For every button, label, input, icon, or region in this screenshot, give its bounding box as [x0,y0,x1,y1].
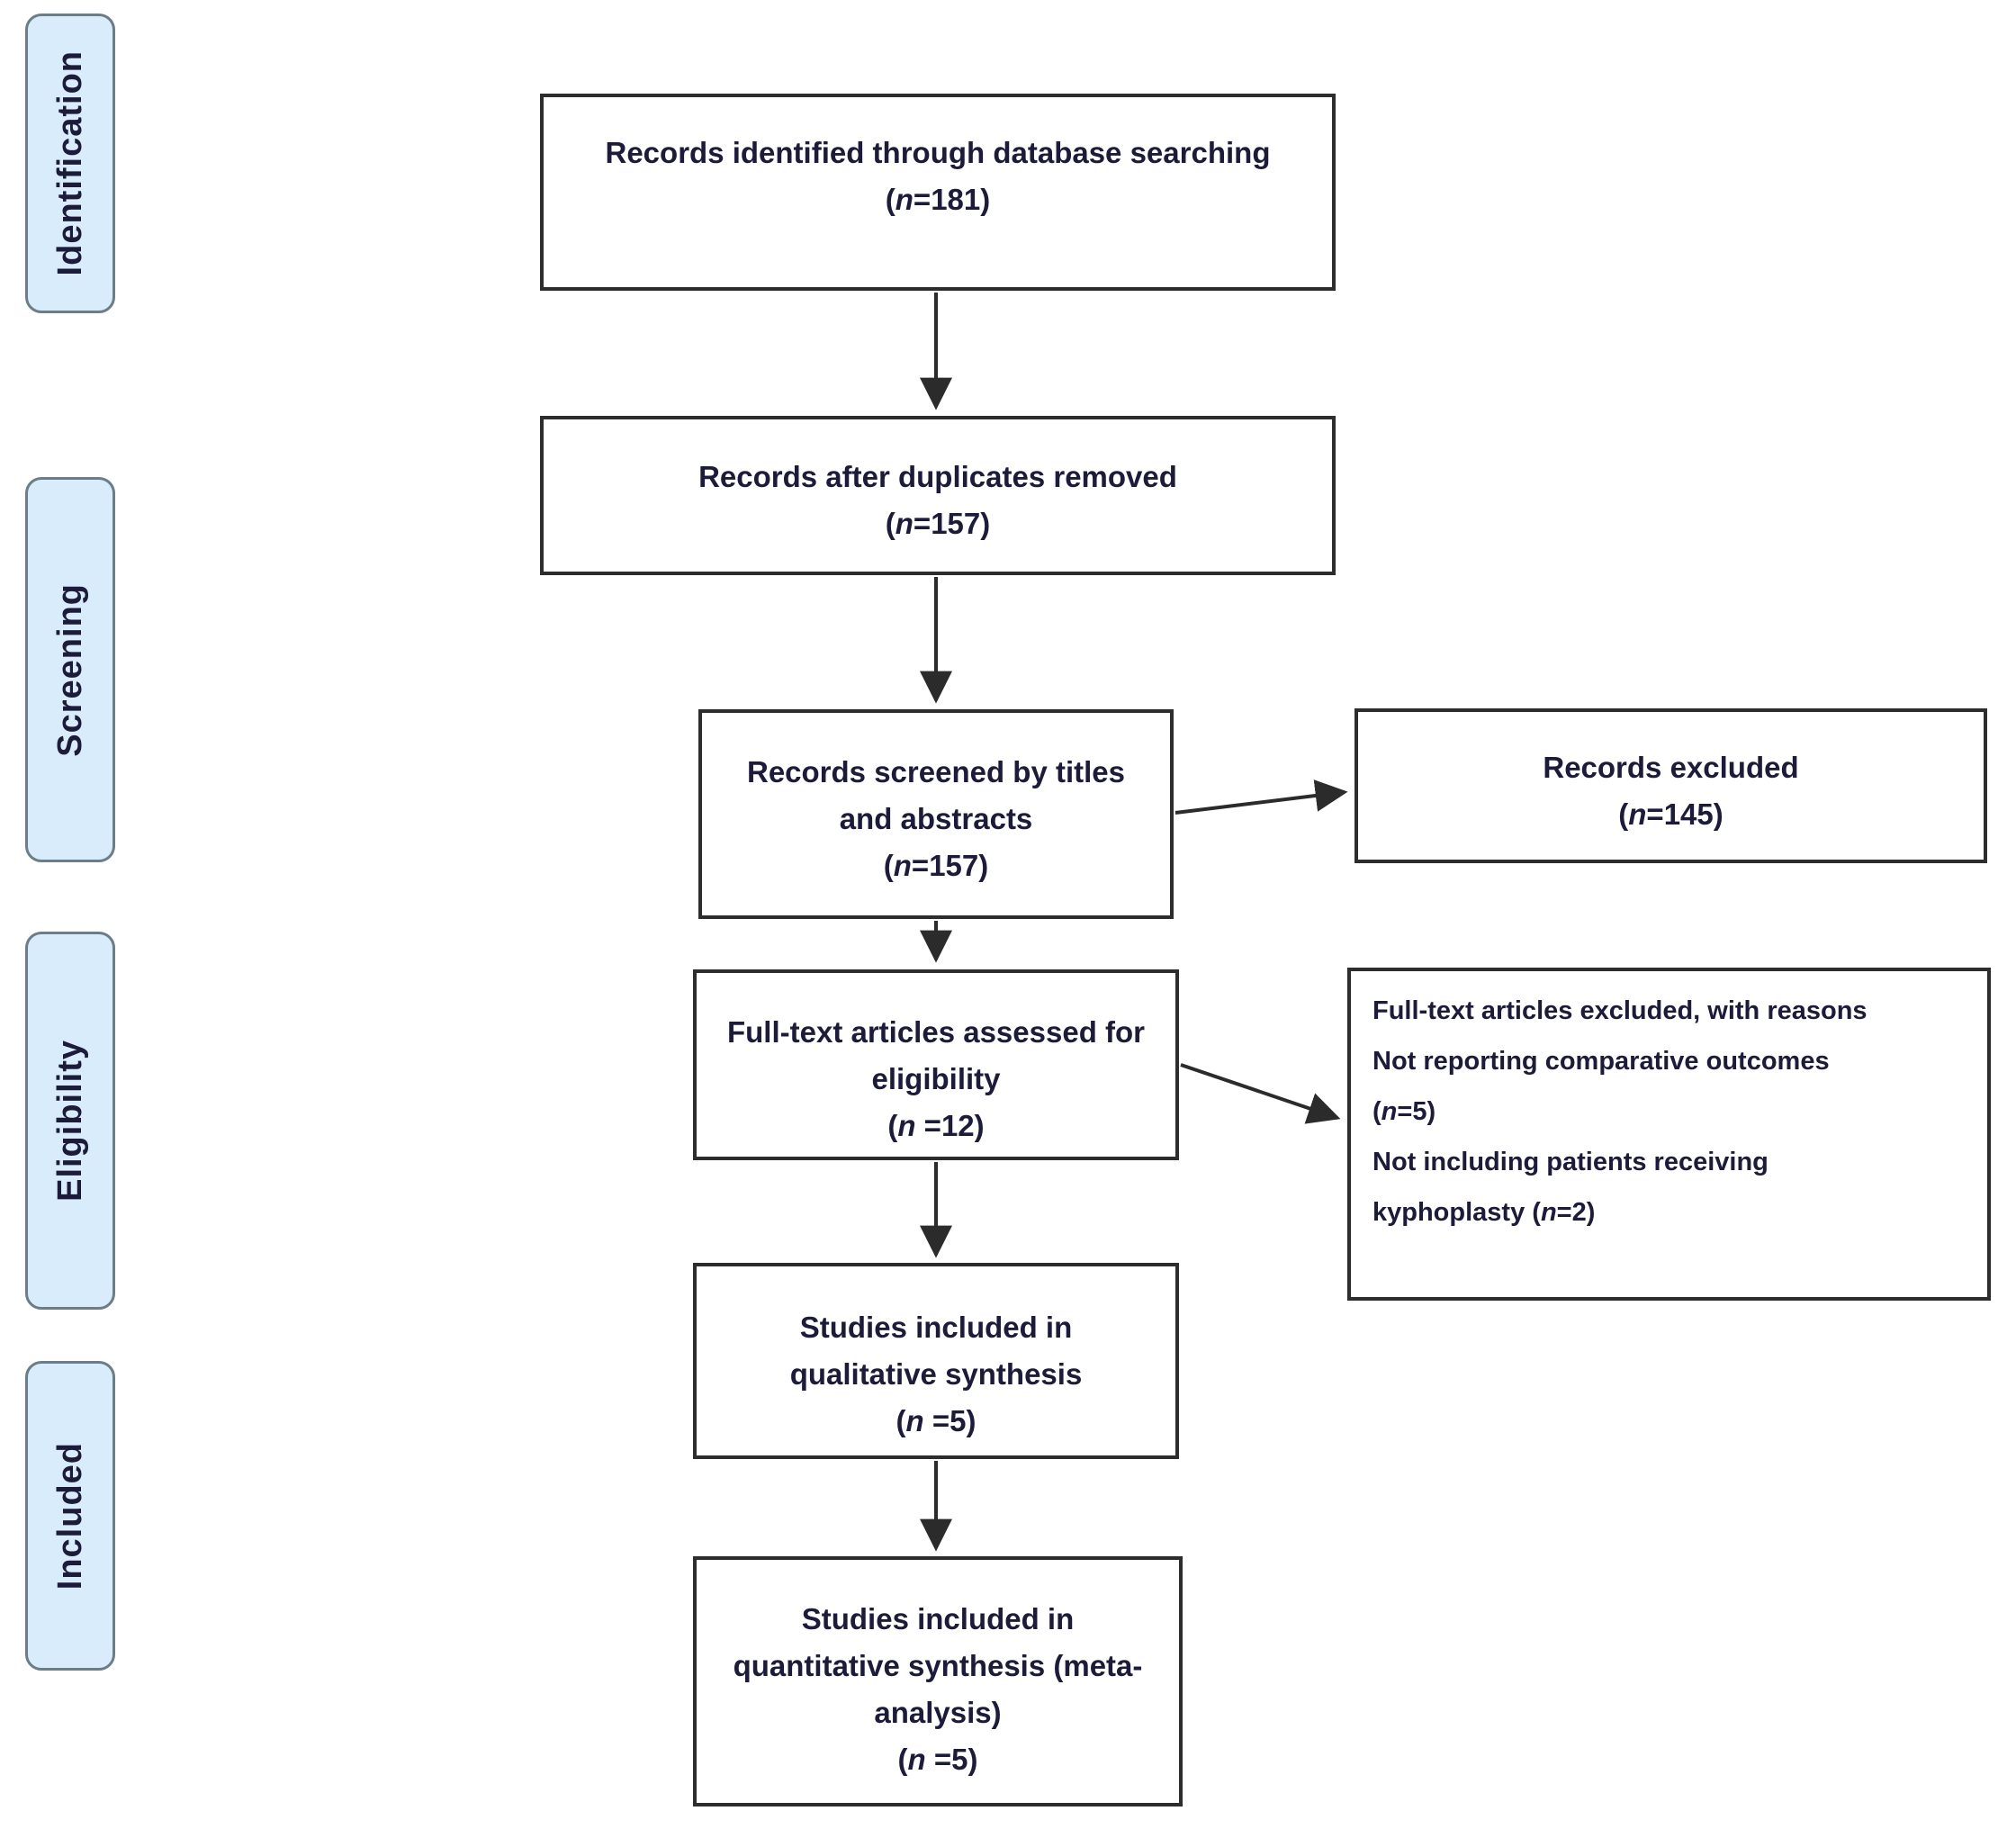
box-qualitative-synthesis: Studies included in qualitative synthesis… [693,1263,1179,1459]
box-line: (n =5) [897,1743,978,1776]
arrow-screened-to-records-excluded [1174,779,1348,815]
box-duplicates-removed: Records after duplicates removed (n=157) [540,416,1336,575]
box-line: qualitative synthesis [789,1357,1083,1391]
box-line: Not reporting comparative outcomes [1372,1047,1830,1076]
box-line: (n=145) [1618,797,1724,831]
box-line: (n =5) [896,1404,976,1437]
box-fulltext-excluded: Full-text articles excluded, with reason… [1347,968,1991,1301]
stage-screening-label: Screening [50,582,89,757]
box-line: quantitative synthesis (meta- [733,1649,1143,1682]
box-records-screened: Records screened by titles and abstracts (… [698,709,1174,919]
box-line: (n=181) [885,183,991,216]
arrow-fulltext-to-fulltext-excluded [1180,1063,1341,1124]
box-line: Studies included in [801,1602,1075,1635]
box-quantitative-synthesis: Studies included in quantitative synthesi… [693,1556,1183,1806]
box-line: eligibility [871,1062,1001,1095]
box-line: Records after duplicates removed [698,460,1177,493]
stage-included-label: Included [50,1441,89,1590]
stage-screening: Screening [25,477,115,862]
stage-identification-label: Identification [50,50,89,276]
box-line: Not including patients receiving [1372,1148,1768,1176]
box-line: (n=5) [1372,1097,1436,1126]
box-records-identified: Records identified through database sear… [540,94,1336,291]
stage-identification: Identification [25,14,115,313]
box-line: (n =12) [887,1109,985,1142]
stage-included: Included [25,1361,115,1671]
box-line: Full-text articles assessed for [726,1015,1146,1049]
box-line: Studies included in [799,1311,1073,1344]
box-line: Records excluded [1543,751,1799,784]
box-records-excluded: Records excluded (n=145) [1354,708,1987,863]
box-line: Records identified through database sear… [605,136,1271,169]
box-fulltext-assessed: Full-text articles assessed for eligibili… [693,969,1179,1160]
box-line: (n=157) [885,507,991,540]
stage-eligibility: Eligibility [25,932,115,1310]
box-line: kyphoplasty (n=2) [1372,1198,1596,1227]
box-line: analysis) [874,1696,1002,1729]
stage-eligibility-label: Eligibility [50,1040,89,1202]
box-line: Full-text articles excluded, with reason… [1372,996,1868,1025]
box-line: and abstracts [839,802,1033,835]
box-line: Records screened by titles [746,755,1125,788]
box-line: (n=157) [883,849,989,882]
